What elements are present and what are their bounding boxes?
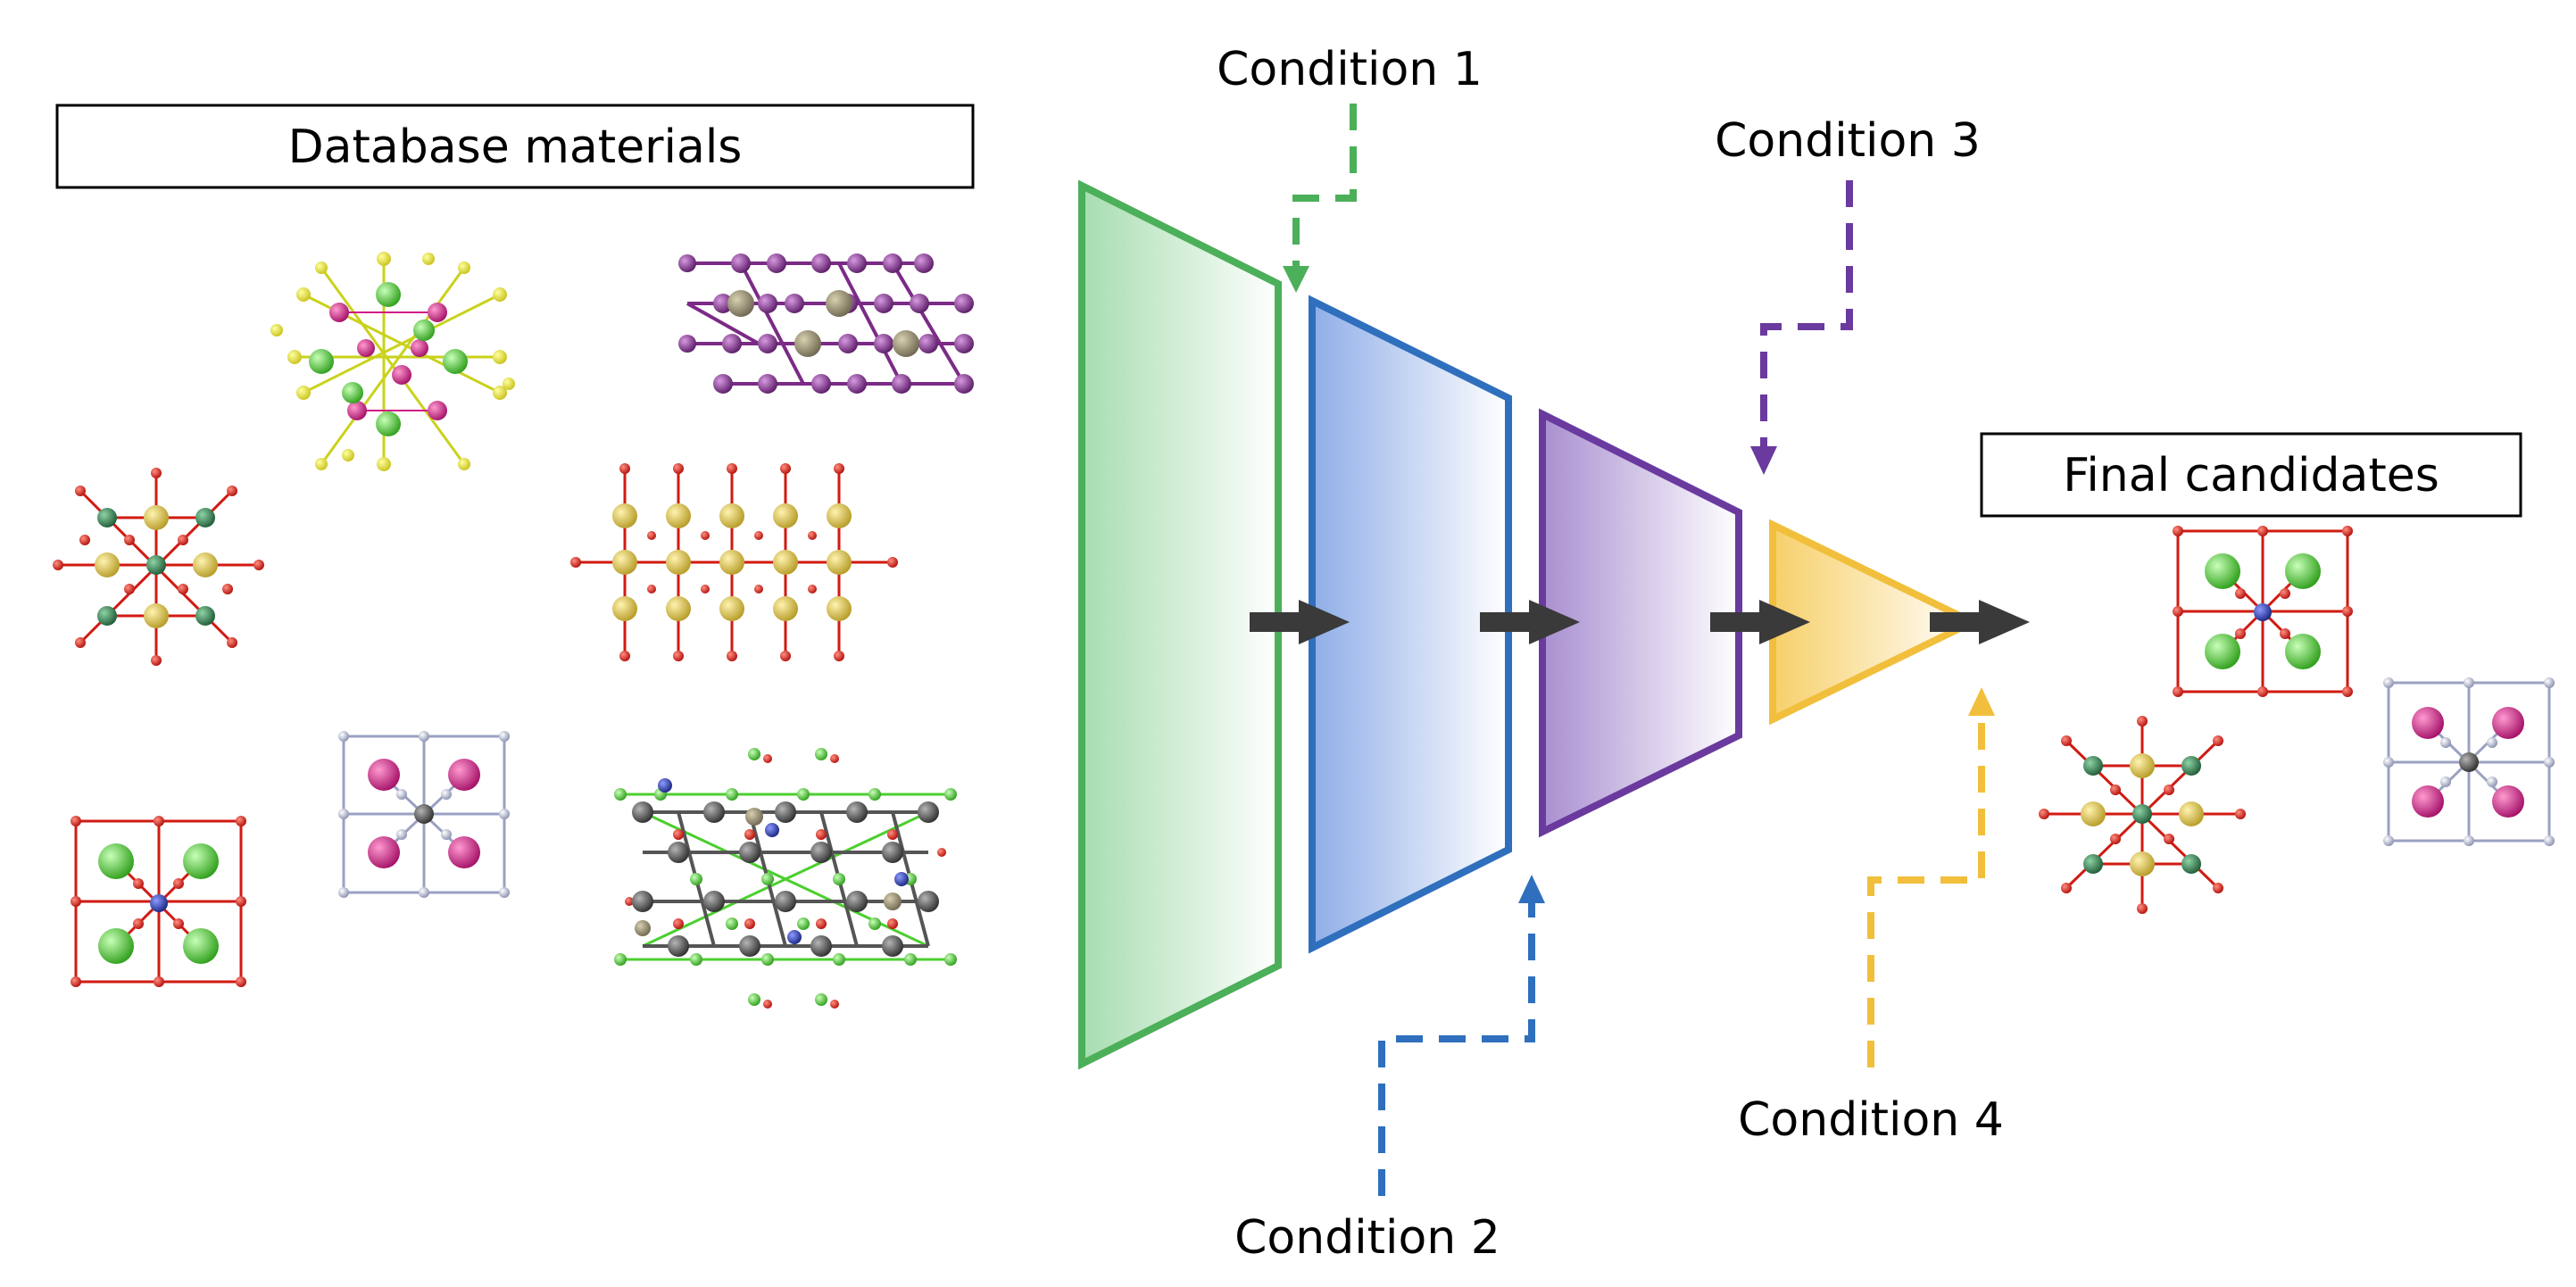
condition-4-connector	[1867, 687, 1995, 1067]
database-title-box: Database materials	[55, 104, 975, 189]
condition-3-connector	[1750, 180, 1853, 475]
green-oxide-candidate	[2173, 526, 2353, 697]
flow-arrow-2	[1480, 600, 1580, 644]
stage-2-filter	[1309, 295, 1512, 954]
final-title-box: Final candidates	[1980, 432, 2522, 518]
condition-3-label: Condition 3	[1715, 114, 1981, 168]
calcium-cluster-structure	[270, 252, 515, 471]
flow-arrow-4	[1930, 600, 2030, 644]
condition-2-label: Condition 2	[1234, 1211, 1500, 1265]
green-oxide-structure	[71, 816, 246, 987]
yellow-chain-structure	[570, 463, 898, 661]
cobalt-octahedral-structure	[53, 468, 264, 666]
final-title: Final candidates	[2063, 449, 2439, 502]
condition-1-connector	[1283, 104, 1357, 293]
organic-framework-structure	[614, 748, 957, 1009]
cobalt-octahedral-candidate	[2039, 716, 2246, 914]
condition-2-connector	[1378, 875, 1545, 1196]
condition-1-label: Condition 1	[1217, 43, 1483, 96]
purple-layered-structure	[678, 253, 974, 394]
magenta-grid-structure	[338, 731, 510, 898]
flow-arrow-1	[1250, 600, 1350, 644]
database-title: Database materials	[288, 120, 743, 174]
flow-arrow-3	[1710, 600, 1810, 644]
stage-1-filter	[1078, 179, 1282, 1070]
stage-3-filter	[1539, 408, 1742, 838]
condition-4-label: Condition 4	[1738, 1093, 2004, 1147]
magenta-grid-candidate	[2383, 677, 2555, 846]
